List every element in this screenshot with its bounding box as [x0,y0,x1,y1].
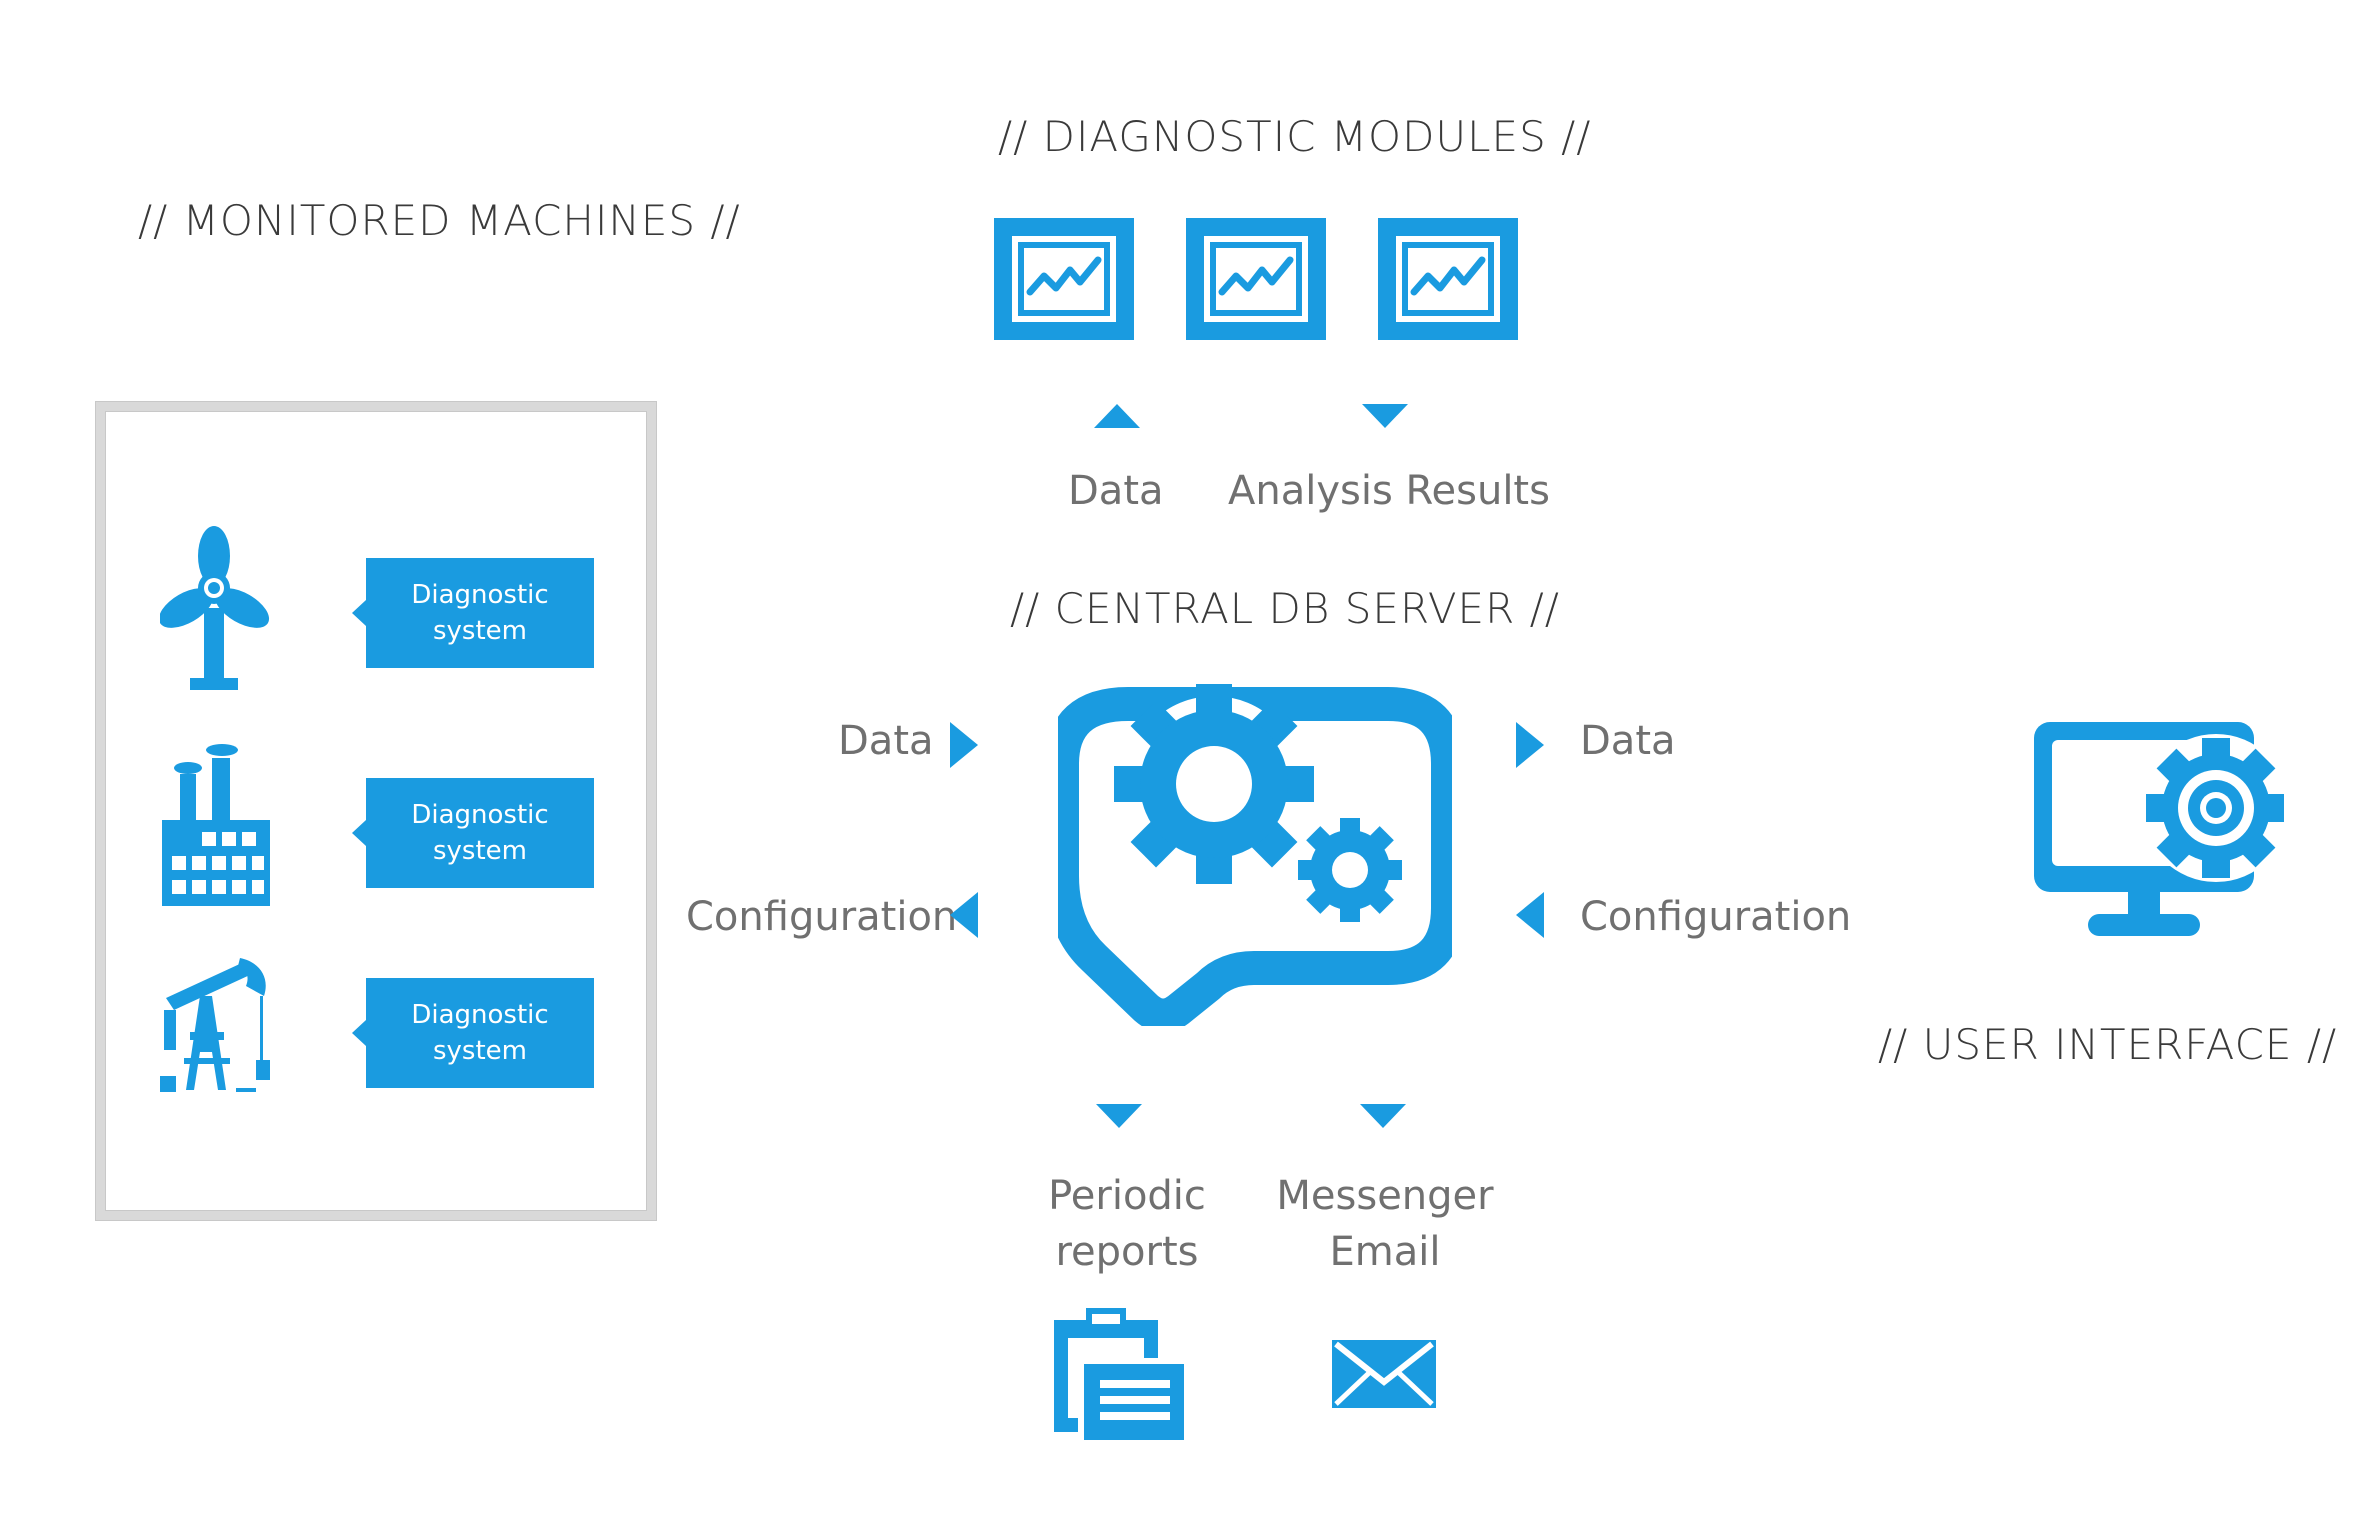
chart-monitor-icon [994,218,1134,340]
diagnostic-system-label: Diagnostic [411,1000,549,1030]
arrow-right-icon [1516,722,1544,768]
arrow-left-icon [950,892,978,938]
messenger-email-label: Messenger Email [1260,1168,1510,1280]
arrow-down-icon [1096,1104,1142,1128]
arrow-down-icon [1362,404,1408,428]
messenger-label-line2: Email [1329,1229,1441,1275]
analysis-results-label: Analysis Results [1228,468,1550,514]
chart-monitor-icon [1378,218,1518,340]
periodic-reports-label: Periodic reports [1020,1168,1234,1280]
periodic-reports-line2: reports [1055,1229,1199,1275]
diagnostic-system-box: Diagnostic system [352,978,594,1088]
data-up-label: Data [1068,468,1164,514]
server-data-in-label: Data [838,718,934,764]
server-gears-icon [1058,684,1452,1026]
monitor-gear-icon [2034,722,2284,936]
monitored-machines-heading: // MONITORED MACHINES // [138,196,741,245]
server-data-out-label: Data [1580,718,1676,764]
messenger-label-line1: Messenger [1276,1173,1494,1219]
server-config-out-label: Configuration [686,894,958,940]
diagnostic-system-box: Diagnostic system [352,778,594,888]
diagnostic-system-box: Diagnostic system [352,558,594,668]
oil-pump-icon [160,958,270,1092]
clipboard-report-icon [1054,1308,1184,1440]
arrow-down-icon [1360,1104,1406,1128]
arrow-left-icon [1516,892,1544,938]
chart-monitor-icon [1186,218,1326,340]
periodic-reports-line1: Periodic [1048,1173,1206,1219]
diagnostic-system-label: Diagnostic [411,800,549,830]
user-interface-heading: // USER INTERFACE // [1878,1020,2338,1069]
wind-turbine-icon [160,526,270,690]
factory-icon [162,744,270,906]
central-db-server-heading: // CENTRAL DB SERVER // [1010,584,1560,633]
arrow-right-icon [950,722,978,768]
diagnostic-system-sublabel: system [432,1036,527,1066]
server-config-in-label: Configuration [1580,894,1852,940]
arrow-up-icon [1094,404,1140,428]
diagnostic-system-label: Diagnostic [411,580,549,610]
diagnostic-system-sublabel: system [432,836,527,866]
diagnostic-modules-heading: // DIAGNOSTIC MODULES // [998,112,1592,161]
diagnostic-system-sublabel: system [432,616,527,646]
envelope-icon [1332,1340,1436,1408]
